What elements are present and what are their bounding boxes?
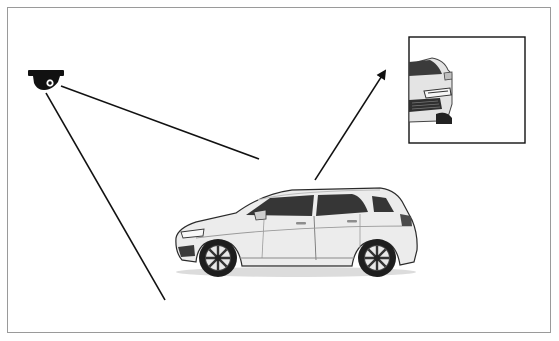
pointer-arrow [315, 71, 385, 180]
security-camera-icon [28, 70, 64, 90]
hatchback-car-icon [176, 188, 417, 277]
front-wheel [199, 239, 237, 277]
inset-closeup [409, 37, 525, 143]
rear-wheel [358, 239, 396, 277]
camera-view-line-upper [61, 86, 259, 159]
camera-view-line-lower [46, 93, 165, 300]
car-front-closeup-image [409, 58, 452, 124]
